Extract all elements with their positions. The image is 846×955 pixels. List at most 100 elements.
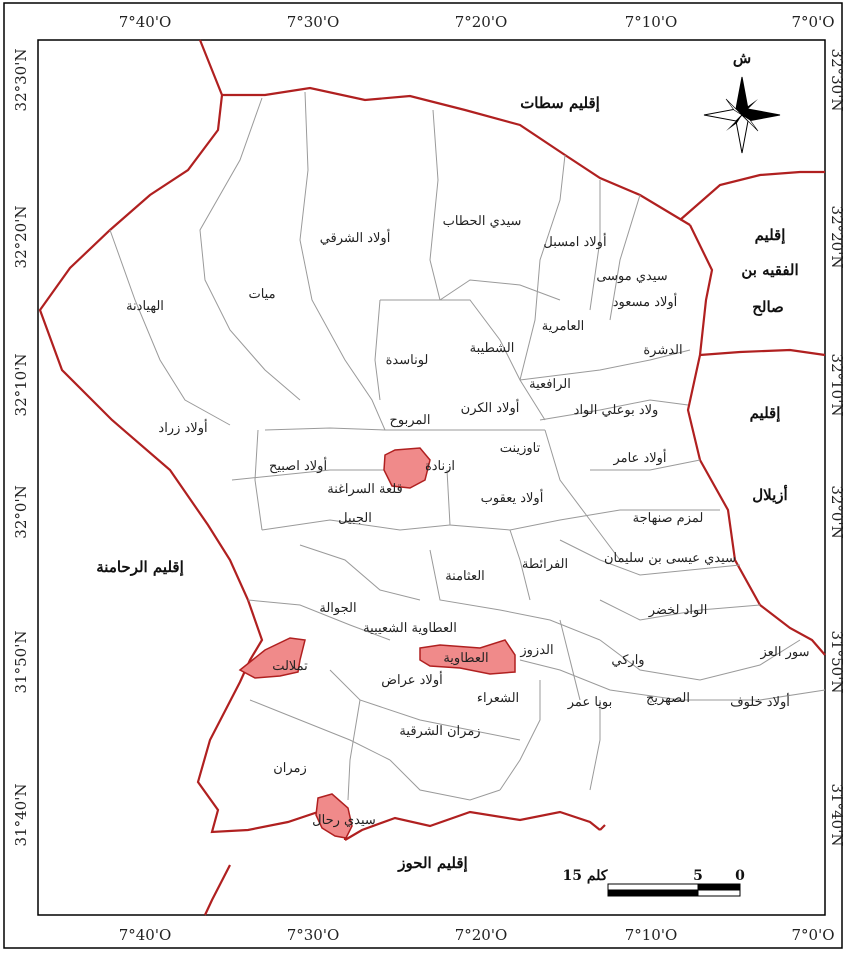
boundary-haouz-west	[204, 864, 231, 916]
province-azilal-1: إقليم	[750, 404, 781, 422]
commune-label: سيدي رحال	[312, 813, 376, 828]
lon-tick-1: 7°40'O	[119, 13, 172, 31]
province-labels: إقليم سطات إقليم الفقيه بن صالح إقليم أز…	[96, 94, 798, 872]
commune-label: أولاد امسبل	[543, 233, 606, 250]
north-arrow: ش	[703, 49, 781, 154]
province-azilal-2: أزيلال	[752, 484, 787, 504]
commune-label: الجوالة	[319, 601, 356, 616]
province-settat: إقليم سطات	[520, 94, 600, 112]
commune-label: زمران الشرقية	[399, 724, 480, 739]
commune-label: أولاد زراد	[158, 419, 207, 436]
commune-label: سيدي موسى	[596, 269, 667, 284]
province-fkih-3: صالح	[752, 298, 784, 316]
scale-bar: 15 كلم 5 0	[563, 868, 745, 897]
commune-label: الشطيبة	[470, 341, 515, 356]
commune-label: الهيادنة	[126, 299, 164, 314]
commune-label: أولاد الكرن	[461, 399, 520, 416]
commune-label: العثامنة	[445, 569, 485, 584]
commune-label: المربوح	[390, 413, 431, 428]
lat-tick-1: 32°30'N	[12, 49, 30, 112]
commune-label: الصهريج	[646, 691, 690, 706]
commune-label: أولاد يعقوب	[481, 489, 544, 506]
lon-tick-b1: 7°40'O	[119, 926, 172, 944]
commune-label: الفرائطة	[522, 557, 568, 572]
urban-kalaat-sraghna	[383, 447, 431, 489]
lon-tick-b3: 7°20'O	[455, 926, 508, 944]
commune-label: ميات	[248, 287, 275, 302]
commune-label: تملالت	[272, 659, 308, 674]
commune-boundaries	[109, 91, 826, 801]
lat-tick-r1: 32°30'N	[828, 49, 846, 112]
commune-label: الشعراء	[477, 691, 519, 706]
urban-areas	[238, 447, 516, 839]
lat-tick-r6: 31°40'N	[828, 784, 846, 847]
commune-label: الدزوز	[519, 643, 553, 658]
commune-label: بويا عمر	[567, 695, 613, 710]
boundary-north	[222, 86, 691, 226]
lat-tick-5: 31°50'N	[12, 631, 30, 694]
lat-tick-2: 32°20'N	[12, 206, 30, 269]
boundary-haouz-east	[599, 824, 606, 831]
commune-label: أولاد عراض	[381, 671, 442, 688]
lat-tick-3: 32°10'N	[12, 354, 30, 417]
commune-label: واركي	[611, 653, 644, 668]
commune-label: سيدي عيسى بن سليمان	[604, 551, 736, 566]
province-haouz: إقليم الحوز	[397, 854, 467, 872]
lat-tick-r3: 32°10'N	[828, 354, 846, 417]
province-boundaries	[38, 39, 826, 916]
boundary-fkih-n	[679, 170, 825, 221]
province-fkih-2: الفقيه بن	[741, 261, 798, 279]
lon-tick-b2: 7°30'O	[287, 926, 340, 944]
commune-label: أولاد عامر	[612, 449, 666, 466]
commune-label: الجبيل	[338, 511, 372, 526]
commune-label: الرافعية	[529, 377, 571, 392]
lon-tick-3: 7°20'O	[455, 13, 508, 31]
urban-attaouia	[419, 639, 516, 675]
province-fkih-1: إقليم	[755, 226, 786, 244]
commune-label: أولاد مسعود	[613, 293, 678, 310]
scale-label-15: 15 كلم	[563, 868, 608, 884]
commune-label: لمزم صنهاجة	[633, 511, 704, 526]
bottom-longitude-ticks: 7°40'O 7°30'O 7°20'O 7°10'O 7°0'O	[119, 926, 835, 944]
scale-label-5: 5	[693, 868, 703, 884]
commune-label: لوناسدة	[386, 353, 429, 368]
lon-tick-2: 7°30'O	[287, 13, 340, 31]
commune-label: تاوزينت	[500, 441, 541, 456]
lon-tick-5: 7°0'O	[791, 13, 834, 31]
lon-tick-b5: 7°0'O	[791, 926, 834, 944]
lat-tick-r5: 31°50'N	[828, 631, 846, 694]
lat-tick-r2: 32°20'N	[828, 206, 846, 269]
commune-label: الدشرة	[643, 343, 682, 358]
boundary-fkih-s	[699, 348, 826, 357]
inner-frame	[37, 39, 826, 916]
boundary-azilal	[686, 354, 826, 656]
lat-tick-4: 32°0'N	[12, 485, 30, 538]
commune-label: أولاد اصبيح	[269, 457, 327, 474]
commune-label: سيدي الحطاب	[443, 214, 522, 229]
boundary-east	[344, 810, 601, 841]
lon-tick-b4: 7°10'O	[625, 926, 678, 944]
right-latitude-ticks: 32°30'N 32°20'N 32°10'N 32°0'N 31°50'N 3…	[828, 49, 846, 847]
scale-label-0: 0	[735, 868, 745, 884]
urban-sidi-rahal	[315, 793, 353, 839]
commune-label: زمران	[273, 761, 307, 776]
province-rhamna: إقليم الرحامنة	[96, 558, 184, 576]
urban-tamellalt	[238, 637, 306, 679]
north-label: ش	[733, 49, 751, 67]
commune-labels: سيدي الحطاب أولاد الشرقي أولاد امسبل سيد…	[126, 214, 809, 828]
left-latitude-ticks: 32°30'N 32°20'N 32°10'N 32°0'N 31°50'N 3…	[12, 49, 30, 847]
top-longitude-ticks: 7°40'O 7°30'O 7°20'O 7°10'O 7°0'O	[119, 13, 835, 31]
commune-label: العطاوية	[443, 651, 488, 666]
commune-label: سور العز	[759, 645, 809, 660]
commune-label: قلعة السراغنة	[327, 482, 403, 497]
commune-label: ولاد بوعلي الواد	[574, 403, 659, 418]
lat-tick-r4: 32°0'N	[828, 485, 846, 538]
boundary-main	[38, 39, 348, 841]
commune-label: أولاد الشرقي	[320, 229, 391, 246]
boundary-fkih-e	[689, 224, 714, 356]
lat-tick-6: 31°40'N	[12, 784, 30, 847]
commune-label: الواد لخضر	[648, 603, 708, 618]
lon-tick-4: 7°10'O	[625, 13, 678, 31]
outer-frame	[3, 2, 843, 949]
